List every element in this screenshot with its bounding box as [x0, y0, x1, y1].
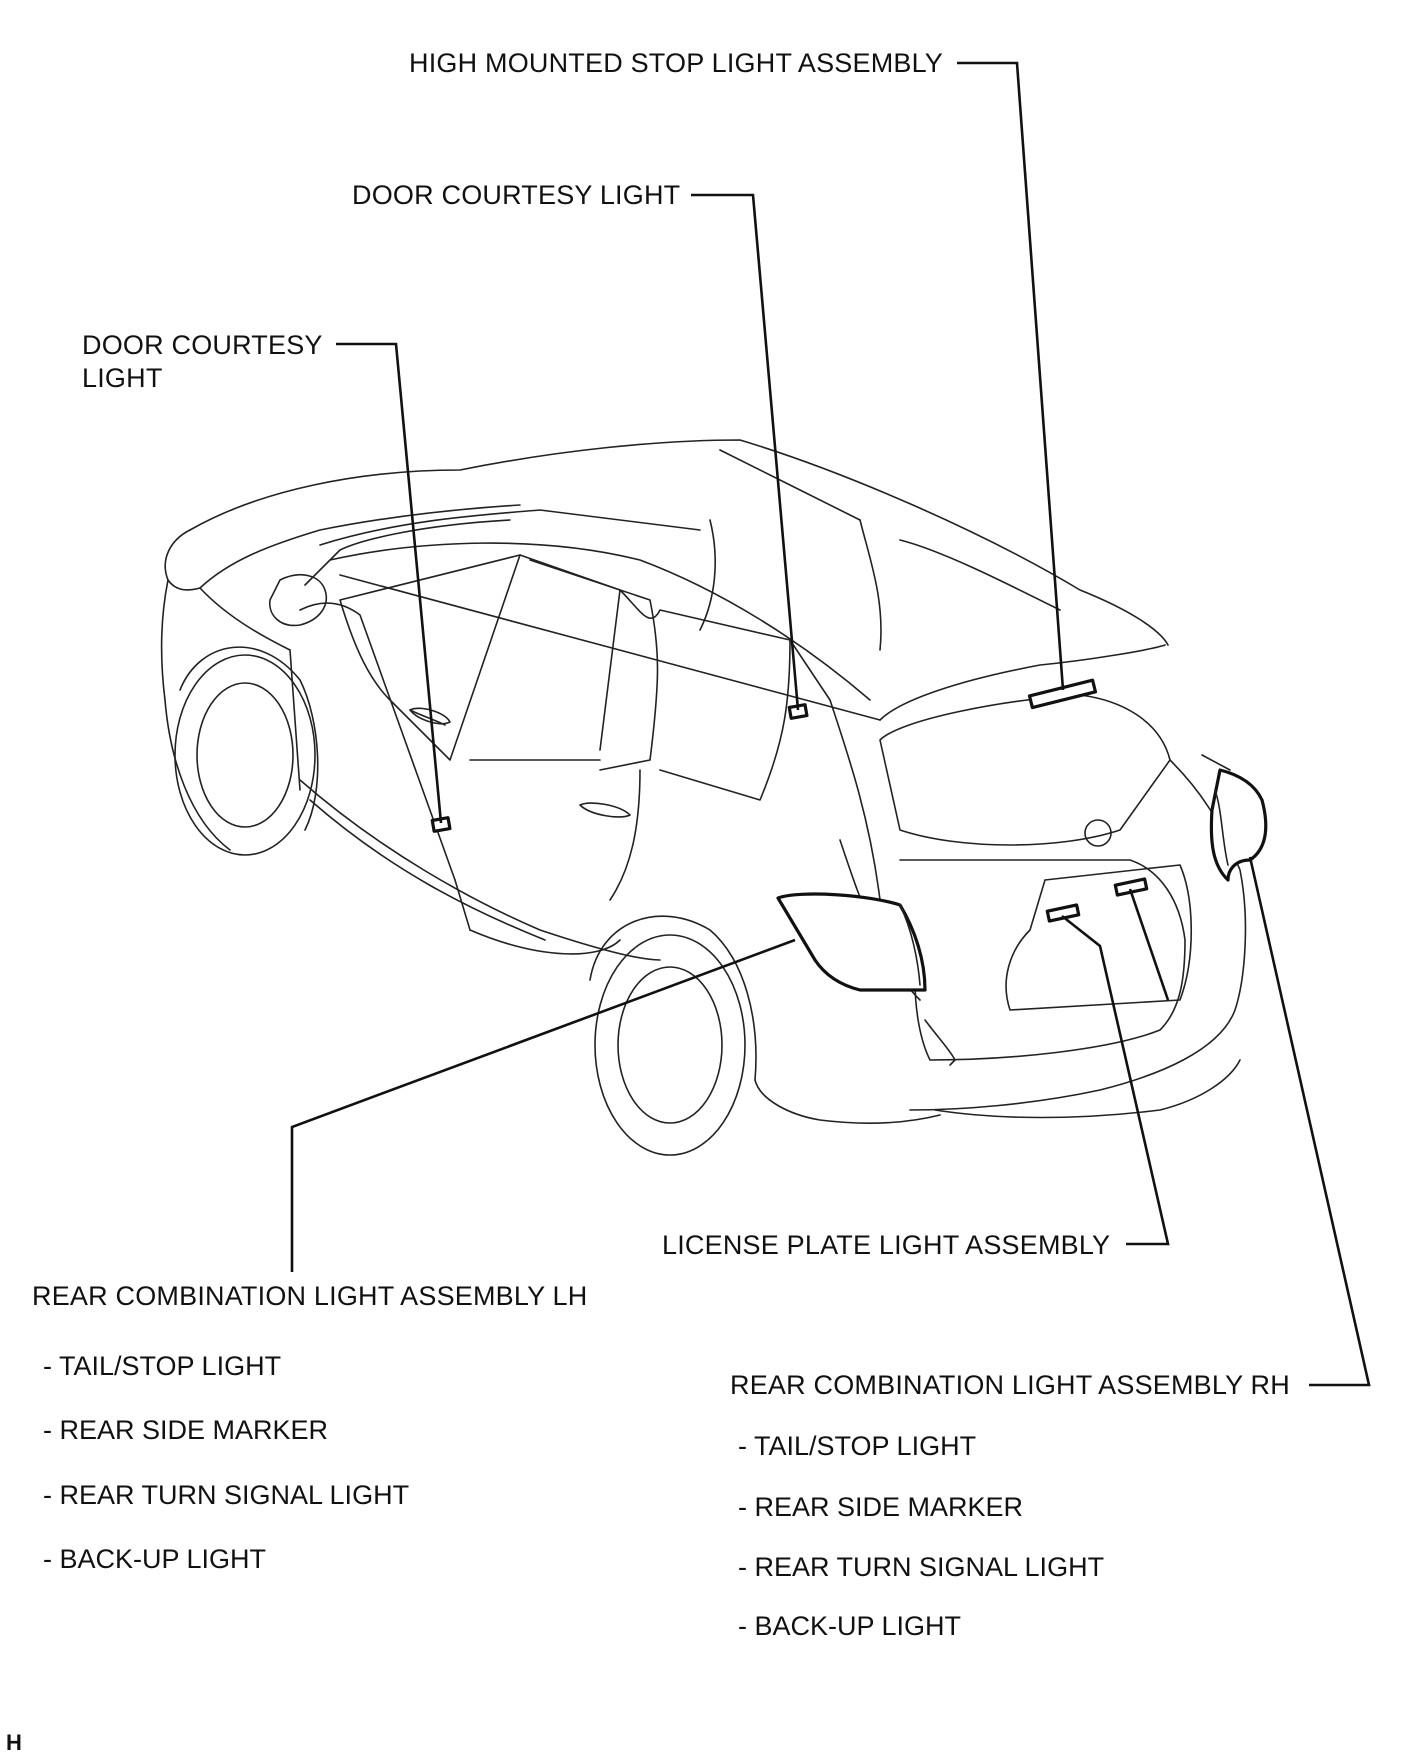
rh-item-side-marker: - REAR SIDE MARKER [738, 1492, 1024, 1522]
rear-combination-light-lh-inner [899, 904, 921, 986]
leader-rear-comb-rh [1248, 856, 1371, 1387]
lamp-shapes [430, 678, 1268, 992]
label-rear-combination-light-lh: REAR COMBINATION LIGHT ASSEMBLY LH [32, 1281, 588, 1311]
leader-lines [290, 61, 1371, 1387]
rh-item-back-up: - BACK-UP LIGHT [738, 1611, 962, 1641]
figure-code: H [6, 1730, 22, 1755]
lh-item-tail-stop: - TAIL/STOP LIGHT [43, 1351, 282, 1381]
label-door-courtesy-light-left-line2: LIGHT [82, 363, 163, 393]
label-door-courtesy-light-left-line1: DOOR COURTESY [82, 330, 323, 360]
label-rear-combination-light-rh: REAR COMBINATION LIGHT ASSEMBLY RH [730, 1370, 1290, 1400]
leader-high-mounted-stop [957, 61, 1065, 691]
vehicle-outline [160, 439, 1247, 1156]
leader-license-plate-2 [1128, 888, 1170, 1001]
high-mounted-stop-light-shape [1027, 678, 1098, 710]
label-high-mounted-stop-light: HIGH MOUNTED STOP LIGHT ASSEMBLY [409, 48, 944, 78]
rear-combination-light-rh-shape [1209, 768, 1268, 882]
rear-combination-light-rh-inner [1201, 754, 1231, 866]
label-door-courtesy-light-right: DOOR COURTESY LIGHT [352, 180, 681, 210]
rh-item-turn-signal: - REAR TURN SIGNAL LIGHT [738, 1552, 1105, 1582]
lh-item-turn-signal: - REAR TURN SIGNAL LIGHT [43, 1480, 410, 1510]
rear-combination-light-lh-shape [776, 892, 927, 992]
leader-license-plate [1061, 914, 1170, 1246]
lh-item-side-marker: - REAR SIDE MARKER [43, 1415, 329, 1445]
leader-rear-comb-lh [290, 938, 796, 1272]
leader-door-courtesy-right [691, 193, 800, 711]
license-plate-light-left-shape [1045, 903, 1081, 923]
label-license-plate-light: LICENSE PLATE LIGHT ASSEMBLY [662, 1230, 1111, 1260]
leader-door-courtesy-left [336, 342, 443, 824]
rh-item-tail-stop: - TAIL/STOP LIGHT [738, 1431, 977, 1461]
lh-item-back-up: - BACK-UP LIGHT [43, 1544, 267, 1574]
